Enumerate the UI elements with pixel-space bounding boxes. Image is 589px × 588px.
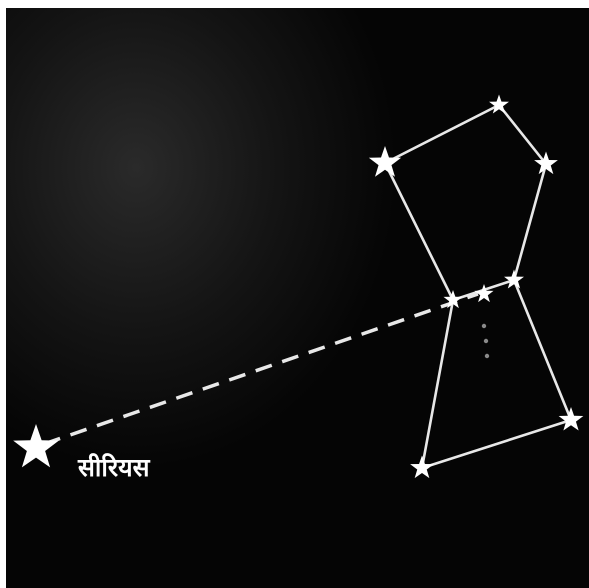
constellation-diagram [6,8,589,588]
orion-star-belt-right [504,270,524,289]
orion-star-rigel [559,407,584,431]
orion-star-head [489,95,509,114]
pointer-dashed-line [44,294,478,444]
sirius-star-icon [13,424,59,467]
orion-outline [385,105,571,468]
sirius-label: सीरियस [78,450,149,484]
orion-star-betelgeuse [369,146,401,177]
orion-star-saiph [410,456,434,479]
night-sky-panel: सीरियस [6,8,589,588]
orion-sword-stars [482,324,489,358]
